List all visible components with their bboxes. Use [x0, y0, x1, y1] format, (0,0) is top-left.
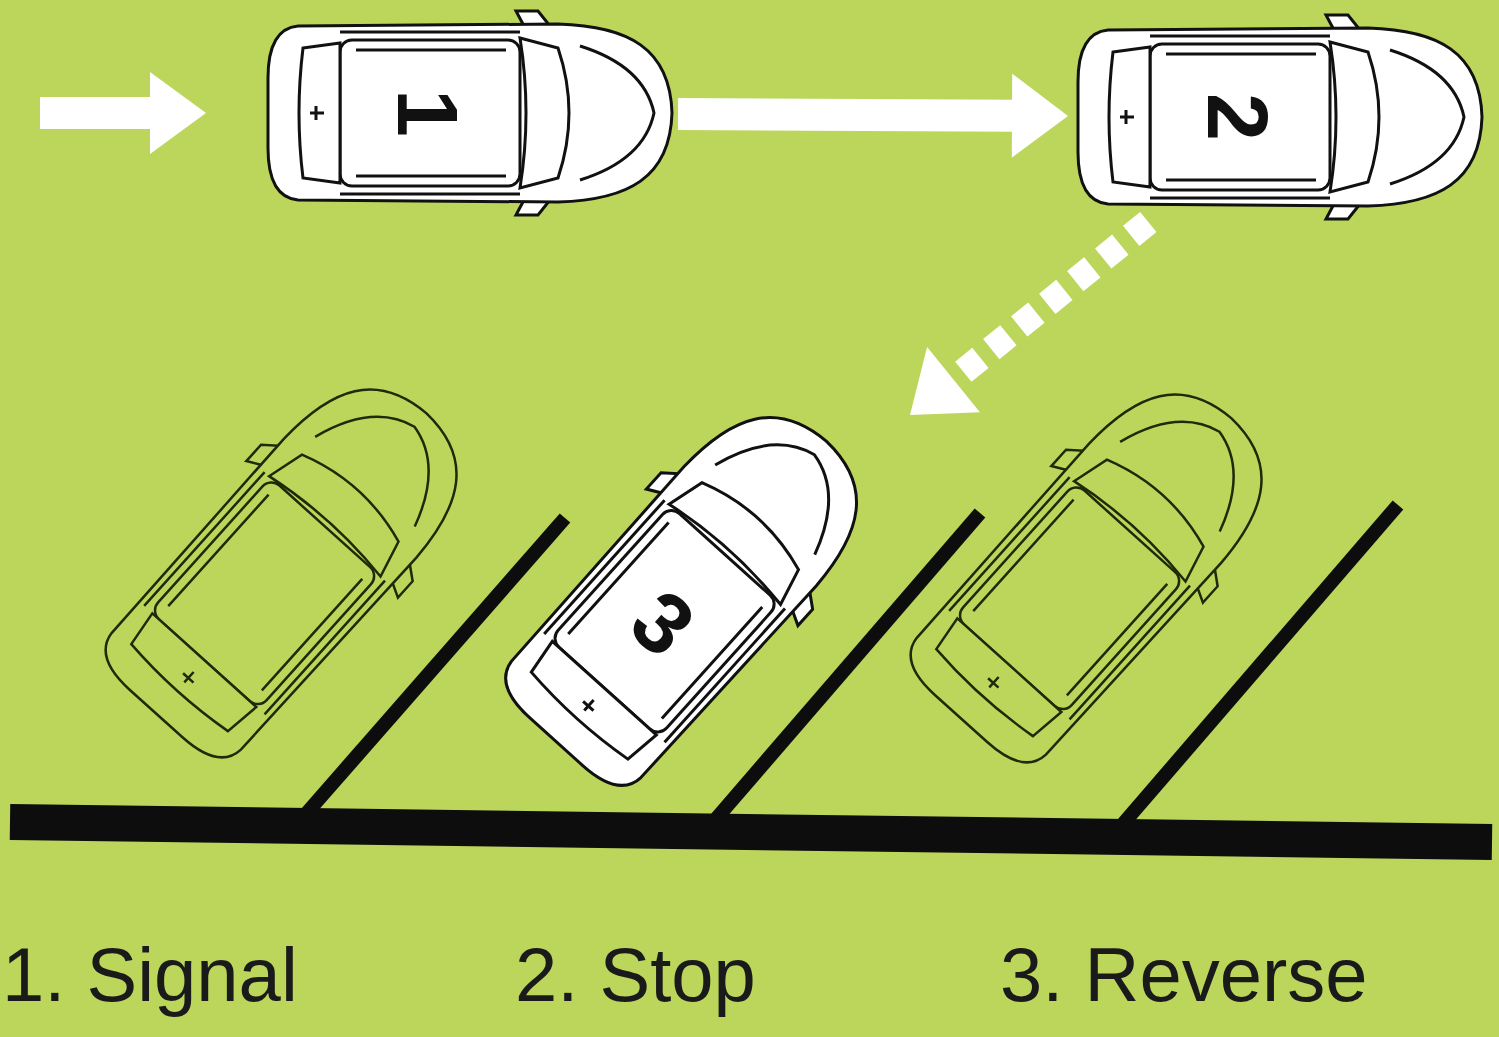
kerb-line: [10, 822, 1492, 842]
car-number: 1: [385, 89, 471, 137]
car-node: 2: [1068, 12, 1488, 222]
step-label: 1. Signal: [2, 937, 298, 1013]
car-drawing: [480, 373, 902, 810]
car-node: 3: [470, 368, 910, 818]
car-drawing: [1078, 15, 1482, 219]
arrow-head: [910, 347, 980, 415]
car-node: 1: [258, 8, 678, 218]
step-label: 2. Stop: [515, 937, 756, 1013]
arrow-head: [150, 72, 206, 154]
step-label: 3. Reverse: [1000, 937, 1368, 1013]
entry-arrow: [40, 72, 206, 154]
arrow-shaft: [40, 97, 152, 129]
arrow-head: [1012, 74, 1068, 158]
parked-car: [80, 345, 502, 782]
flow-arrow: [678, 74, 1068, 158]
arrow-shaft: [949, 222, 1148, 383]
car-number: 2: [1195, 93, 1281, 141]
parked-car: [885, 350, 1307, 787]
flow-arrow: [910, 222, 1148, 415]
car-drawing: [268, 11, 672, 215]
arrow-shaft: [678, 114, 1018, 116]
